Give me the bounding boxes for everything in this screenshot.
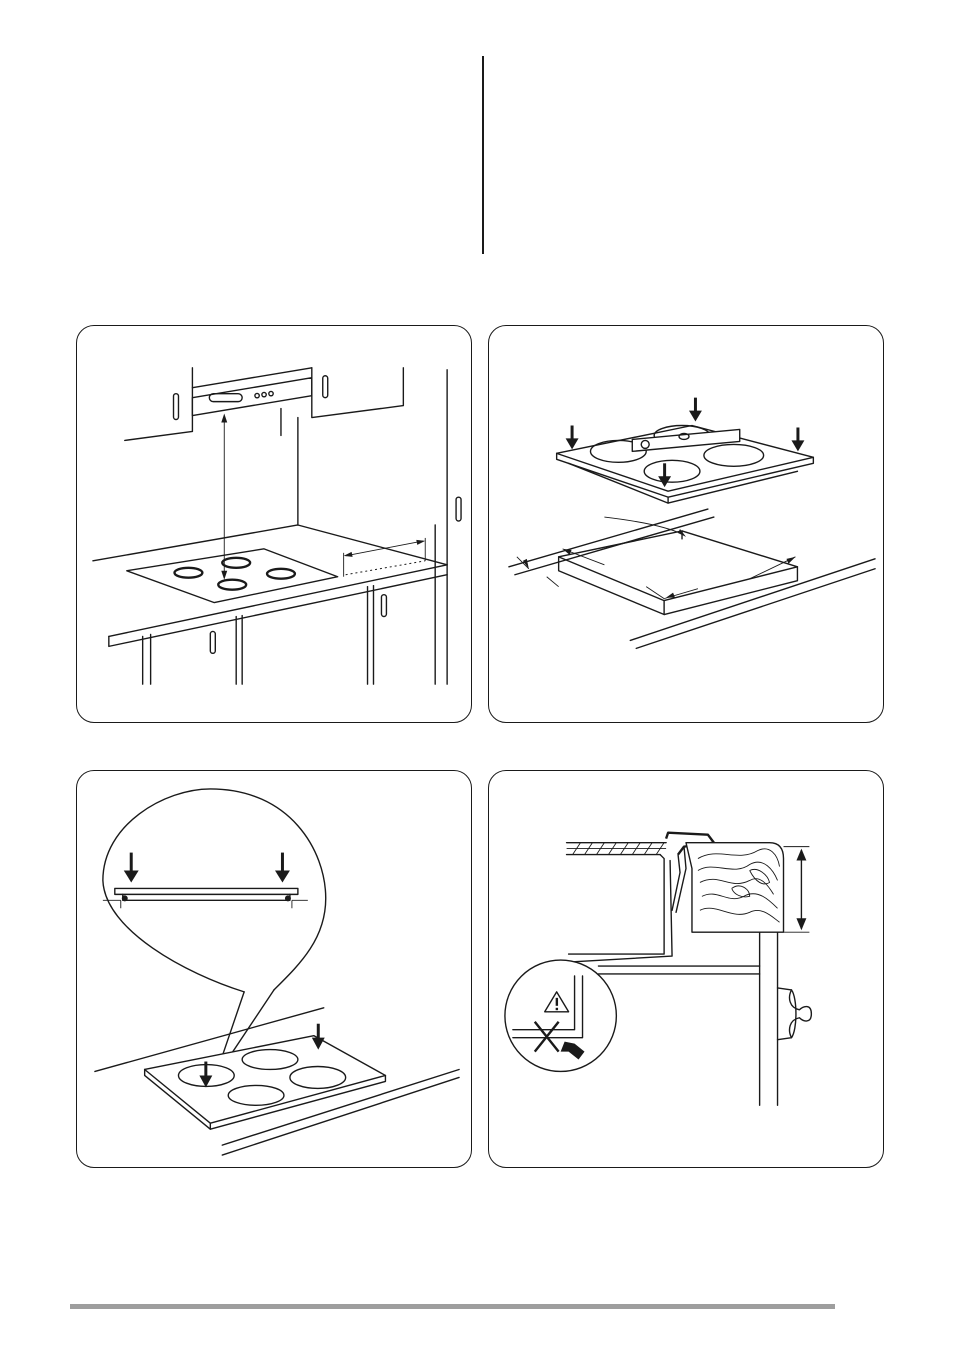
- figure-hob-cutout: [488, 325, 884, 723]
- figure-worktop-section: [488, 770, 884, 1168]
- footer-rule: [70, 1304, 835, 1309]
- column-divider: [482, 56, 484, 254]
- cabinet-handle-icon: [174, 394, 179, 420]
- worktop-section-drawing: [489, 771, 883, 1167]
- seal-detail-drawing: [77, 771, 471, 1167]
- worktop: [509, 509, 875, 648]
- thickness-arrow-icon: [784, 847, 810, 933]
- cutout-dimension-icon: [517, 531, 798, 615]
- warning-inset: [505, 960, 616, 1071]
- hob-icon: [145, 1036, 386, 1130]
- cooker-hood-icon: [192, 368, 311, 436]
- wood-grain-icon: [686, 843, 784, 933]
- cabinet-side: [760, 932, 778, 1105]
- press-down-arrow-icon: [124, 853, 290, 883]
- hood-clearance-drawing: [77, 326, 471, 722]
- seal-icon: [103, 888, 308, 908]
- knob-icon: [778, 988, 812, 1040]
- figure-seal-detail: [76, 770, 472, 1168]
- hob-cutout-drawing: [489, 326, 883, 722]
- wall-cabinet-right: [312, 368, 404, 418]
- base-cabinets: [143, 586, 387, 685]
- tall-cabinet: [435, 370, 461, 684]
- magnifier-callout-icon: [103, 789, 326, 1080]
- side-clearance-icon: [344, 538, 426, 577]
- wall-cabinet-left: [125, 368, 193, 441]
- cabinet-handle-icon: [323, 376, 328, 398]
- figure-hood-clearance: [76, 325, 472, 723]
